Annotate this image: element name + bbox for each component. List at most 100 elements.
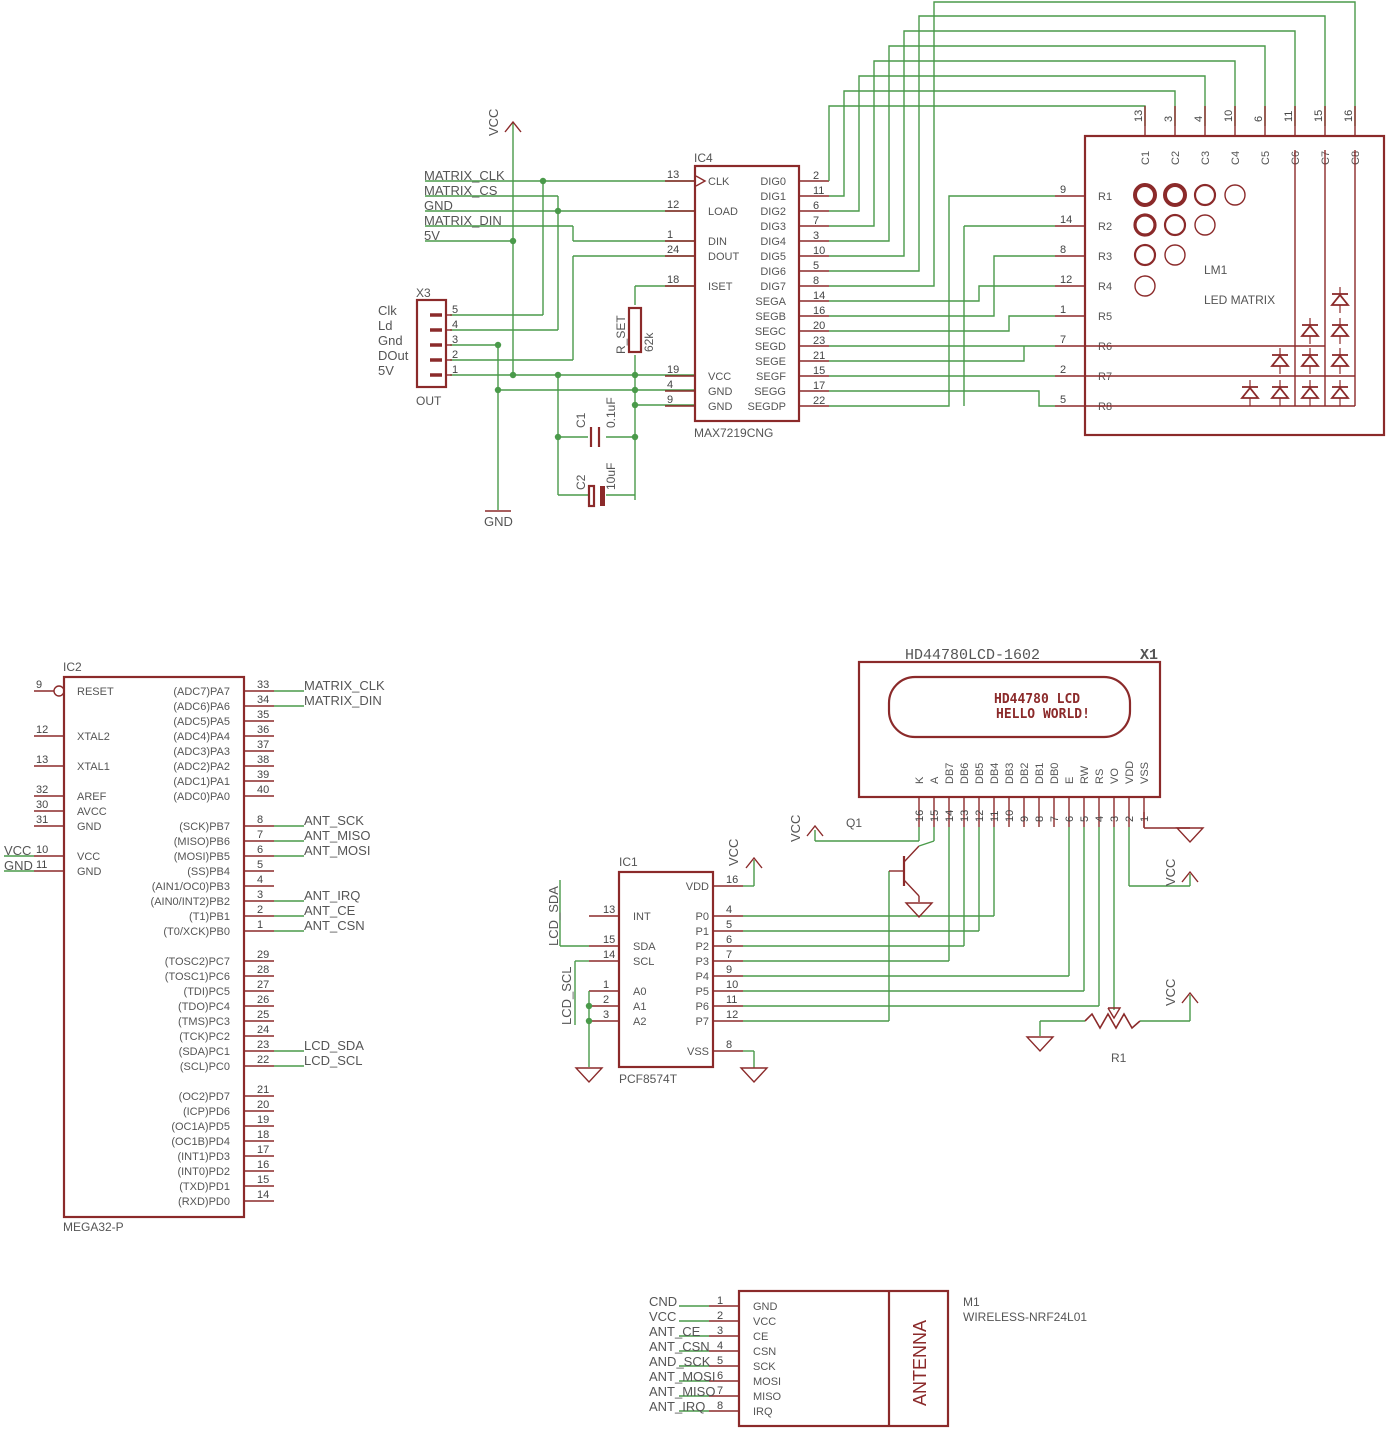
ic2-pin-number: 40 [257, 784, 269, 796]
q1-vcc-label: VCC [788, 815, 803, 842]
ic1-value: PCF8574T [619, 1072, 678, 1086]
ic2-pin-number: 24 [257, 1024, 269, 1036]
x1-pin-number: 12 [974, 810, 986, 822]
ic4-pin-number: 15 [813, 365, 825, 377]
x1-pin-name: RW [1079, 765, 1091, 784]
x1-pin-name: VDD [1124, 761, 1136, 784]
ic2-pin-name: VCC [77, 851, 100, 863]
ic1-pin-number: 4 [726, 904, 732, 916]
digit-wire [829, 90, 1176, 197]
ic4-name: IC4 [694, 151, 713, 165]
x3-pin-number: 2 [452, 349, 458, 361]
ic1-pin-number: 7 [726, 949, 732, 961]
ic4-pin-number: 9 [667, 394, 673, 406]
ic4-pin-name: GND [708, 386, 733, 398]
x1-pin-name: DB5 [974, 763, 986, 784]
ic4-pin-name: DIN [708, 236, 727, 248]
x1-pin-name: DB2 [1019, 763, 1031, 784]
ic4-pin-name: LOAD [708, 206, 738, 218]
x1-pin-number: 14 [944, 810, 956, 822]
rset-value: 62k [642, 332, 656, 352]
ic4-pin-name: DIG5 [760, 251, 786, 263]
ic2-pin-number: 3 [257, 889, 263, 901]
x1-pin-number: 15 [929, 810, 941, 822]
ic4-pin-name: DIG6 [760, 266, 786, 278]
ic4-pin-name: SEGC [755, 326, 786, 338]
x1-pin-number: 6 [1064, 816, 1076, 822]
ic2-pin-number: 34 [257, 694, 269, 706]
ic4-pin-name: CLK [708, 176, 730, 188]
digit-wire [829, 15, 1326, 272]
ic4-pin-number: 4 [667, 379, 673, 391]
lm1-row-pin-number: 12 [1060, 274, 1072, 286]
ic4-pin-name: DIG7 [760, 281, 786, 293]
digit-wire [829, 60, 1236, 227]
x1-pin-name: K [914, 776, 926, 784]
m1-net-label: CND [649, 1294, 677, 1309]
lm1-col-pin-number: 16 [1343, 110, 1355, 122]
ic2-pin-name: GND [77, 866, 102, 878]
x3-pin-label: Ld [378, 318, 392, 333]
ic4-pin-number: 5 [813, 260, 819, 272]
lcd-vdd-vcc-label: VCC [1163, 859, 1178, 886]
lm1-led-matrix: LM1 LED MATRIX 13C13C24C310C46C511C615C7… [1055, 106, 1386, 437]
ic1-vcc-label: VCC [726, 839, 741, 866]
ic2-pin-name: (ADC0)PA0 [173, 791, 230, 803]
led-diode [1240, 386, 1260, 399]
m1-net-label: ANT_MOSI [649, 1369, 715, 1384]
ic2-pin-number: 11 [36, 859, 47, 871]
ic2-pin-name: (ADC6)PA6 [173, 701, 230, 713]
m1-net-label: ANT_CSN [649, 1339, 710, 1354]
ic2-pin-number: 39 [257, 769, 269, 781]
antenna-label: ANTENNA [910, 1320, 930, 1406]
segment-wire [829, 285, 1055, 302]
m1-pin-number: 3 [717, 1325, 723, 1337]
led-diode [1300, 324, 1320, 337]
c1-name: C1 [574, 412, 588, 428]
m1-pin-name: MISO [753, 1391, 782, 1403]
x3-pin-number: 4 [452, 319, 458, 331]
ic2-pin-name: (INT1)PD3 [177, 1151, 230, 1163]
ic4-pin-name: DIG3 [760, 221, 786, 233]
ic4-pin-name: DIG1 [760, 191, 786, 203]
lcd-line-2: HELLO WORLD! [996, 707, 1090, 722]
ic2-net-label: ANT_IRQ [304, 888, 360, 903]
ic2-pin-name: (TOSC2)PC7 [165, 956, 230, 968]
x1-pin-number: 2 [1124, 816, 1136, 822]
lm1-col-pin-number: 3 [1163, 116, 1175, 122]
ic2-pin-number: 31 [36, 814, 48, 826]
ic2-pin-number: 21 [257, 1084, 269, 1096]
ic4-pin-name: DIG0 [760, 176, 786, 188]
ic1-pin-number: 10 [726, 979, 738, 991]
lm1-row-label: R7 [1098, 371, 1112, 383]
ic4-pin-name: GND [708, 401, 733, 413]
ic2-net-label: MATRIX_CLK [304, 678, 385, 693]
ic2-pin-number: 38 [257, 754, 269, 766]
lm1-col-pin-number: 11 [1283, 111, 1295, 122]
ic2-pin-number: 13 [36, 754, 48, 766]
ic4-pin-number: 16 [813, 305, 825, 317]
m1-pin-number: 7 [717, 1385, 723, 1397]
x3-pin-number: 3 [452, 334, 458, 346]
ic2-pin-name: (ADC5)PA5 [173, 716, 230, 728]
ic4-pin-number: 22 [813, 395, 825, 407]
q1-name: Q1 [846, 816, 862, 830]
ic2-pin-name: (ICP)PD6 [183, 1106, 230, 1118]
led-diode [1270, 354, 1290, 367]
matrix-net-label: MATRIX_DIN [424, 213, 502, 228]
segment-wire [829, 195, 1055, 407]
ic2-pin-number: 1 [257, 919, 263, 931]
ic1-pin-number: 11 [726, 994, 737, 1006]
m1-pin-name: VCC [753, 1316, 776, 1328]
ic4-max7219: IC4 MAX7219CNG 13CLK12LOAD1DIN24DOUT18IS… [665, 151, 829, 440]
m1-pin-name: CE [753, 1331, 768, 1343]
x3-pin-number: 1 [452, 364, 458, 376]
ic2-value: MEGA32-P [63, 1220, 124, 1234]
ic2-pin-name: (SS)PB4 [187, 866, 230, 878]
x1-pin-number: 13 [959, 810, 971, 822]
ic4-pin-number: 7 [813, 215, 819, 227]
ic2-pin-name: (ADC7)PA7 [173, 686, 230, 698]
